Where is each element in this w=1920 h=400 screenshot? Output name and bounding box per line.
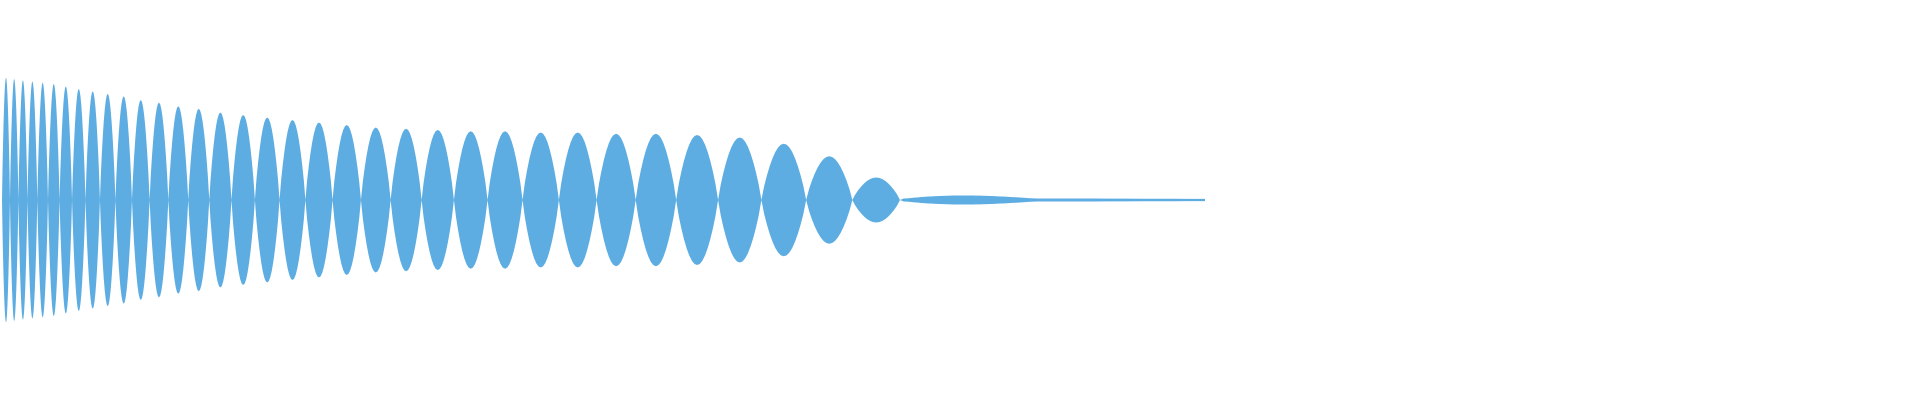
waveform-shape (2, 77, 1205, 323)
